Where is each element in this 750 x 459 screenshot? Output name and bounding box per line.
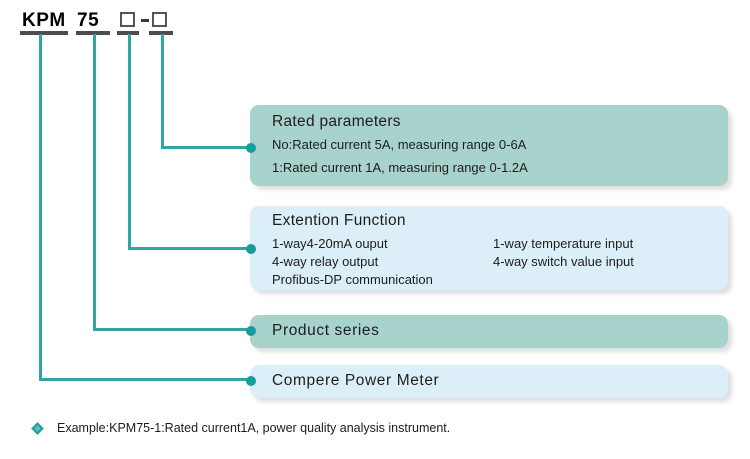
callout-compere-power-meter: Compere Power Meter [250, 365, 728, 398]
leader-dot-compere-power-meter [246, 376, 256, 386]
callout-label-compere-power-meter: Compere Power Meter [272, 372, 440, 389]
code-underline-placeholder-2 [149, 31, 173, 35]
callout-line-extention-left-1: 1-way4-20mA ouput [272, 236, 388, 251]
leader-line-horizontal-compere-power-meter [39, 378, 253, 381]
leader-line-vertical-extention-function [128, 34, 131, 250]
code-underline-kpm [20, 31, 68, 35]
callout-line-extention-right-2: 4-way switch value input [493, 254, 634, 269]
code-underline-placeholder-1 [117, 31, 139, 35]
leader-dot-rated-parameters [246, 143, 256, 153]
callout-line-rated-parameters-2: 1:Rated current 1A, measuring range 0-1.… [272, 160, 528, 175]
callout-title-rated-parameters: Rated parameters [272, 113, 401, 130]
leader-dot-product-series [246, 326, 256, 336]
code-separator-dash [141, 19, 149, 22]
callout-line-extention-left-2: 4-way relay output [272, 254, 379, 269]
callout-title-extention-function: Extention Function [272, 212, 406, 229]
code-placeholder-box-1 [120, 12, 135, 27]
code-part-kpm: KPM [22, 10, 66, 31]
callout-line-extention-left-3: Profibus-DP communication [272, 272, 433, 287]
callout-line-rated-parameters-1: No:Rated current 5A, measuring range 0-6… [272, 137, 527, 152]
leader-line-horizontal-rated-parameters [161, 146, 253, 149]
callout-rated-parameters: Rated parameters No:Rated current 5A, me… [250, 105, 728, 186]
leader-line-vertical-compere-power-meter [39, 34, 42, 381]
footnote-example-text: Example:KPM75-1:Rated current1A, power q… [57, 421, 451, 435]
leader-line-horizontal-extention-function [128, 247, 253, 250]
leader-dot-extention-function [246, 244, 256, 254]
code-placeholder-box-2 [152, 12, 167, 27]
code-underline-75 [76, 31, 110, 35]
leader-line-horizontal-product-series [93, 328, 253, 331]
callout-extention-function: Extention Function 1-way4-20mA ouput 4-w… [250, 206, 728, 290]
leader-line-vertical-product-series [93, 34, 96, 331]
code-part-75: 75 [77, 10, 100, 31]
leader-line-vertical-rated-parameters [161, 34, 164, 149]
callout-product-series: Product series [250, 315, 728, 348]
callout-label-product-series: Product series [272, 322, 380, 339]
callout-line-extention-right-1: 1-way temperature input [493, 236, 634, 251]
diamond-bullet-icon [31, 422, 44, 435]
